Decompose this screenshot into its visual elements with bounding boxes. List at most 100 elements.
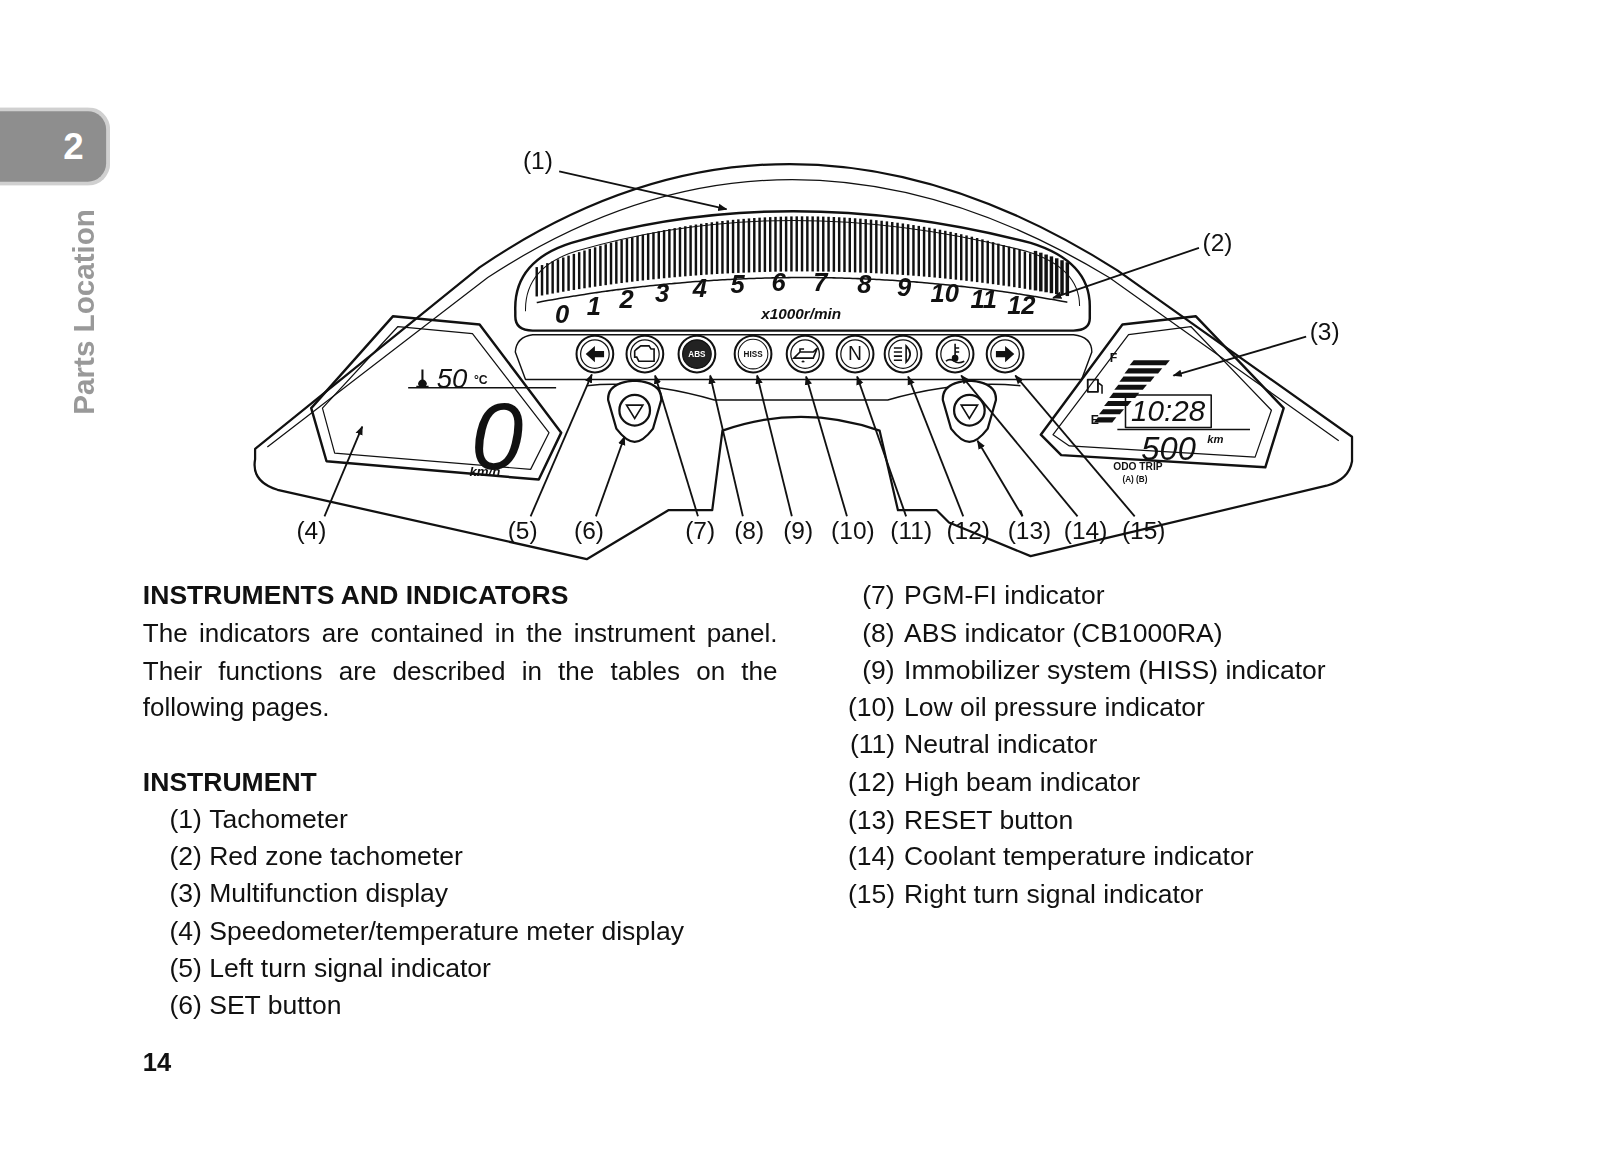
tachometer-bar [939, 230, 941, 278]
tachometer-bar [838, 217, 840, 272]
section-heading: INSTRUMENT [143, 767, 317, 798]
tachometer-bar [822, 217, 824, 272]
tachometer-bar [541, 265, 543, 295]
list-item-text: Coolant temperature indicator [904, 842, 1254, 873]
tachometer-bar [610, 243, 612, 285]
tachometer-bar [753, 218, 755, 272]
tachometer-scale-number: 8 [857, 269, 871, 298]
tachometer-bar [1050, 256, 1053, 293]
fuel-gauge-segment [1104, 401, 1132, 406]
tachometer-bar [833, 217, 835, 272]
list-item-text: Low oil pressure indicator [904, 693, 1205, 724]
node-text: HISS [744, 349, 763, 358]
tachometer-scale-number: 3 [655, 278, 669, 307]
list-number: (2) [169, 841, 201, 872]
fuel-gauge-segment [1119, 377, 1154, 382]
clock-reading: 10:28 [1131, 394, 1205, 428]
tachometer-bar [880, 221, 882, 274]
tachometer-bar [647, 233, 649, 279]
callout-number: (13) [1008, 516, 1052, 544]
list-item-text: PGM-FI indicator [904, 581, 1105, 612]
tachometer-bar [1055, 258, 1058, 294]
list-number: (12) [848, 767, 895, 798]
tachometer-scale-number: 5 [731, 269, 745, 298]
list-number: (3) [169, 879, 201, 910]
tachometer-bar [748, 218, 750, 272]
tachometer-bar [668, 229, 670, 278]
tachometer-bar [626, 239, 628, 283]
tachometer-scale-number: 12 [1007, 290, 1035, 319]
tachometer-bar [928, 228, 930, 277]
trip-ab-label: (A) (B) [1122, 474, 1147, 483]
tachometer-bar [620, 240, 622, 283]
list-item-text: RESET button [904, 805, 1073, 836]
list-number: (8) [862, 618, 894, 649]
tachometer-bar [875, 220, 877, 273]
tachometer-bar [721, 221, 723, 274]
tachometer-bar [981, 239, 983, 282]
list-number: (10) [848, 693, 895, 724]
tachometer-bar [896, 223, 898, 275]
tachometer-scale-number: 4 [693, 273, 707, 302]
list-item-text: Multifunction display [209, 879, 448, 910]
tachometer-bar [711, 222, 713, 274]
tachometer-bar [1013, 248, 1015, 287]
tachometer-bar [902, 223, 904, 274]
tachometer-bar [551, 261, 553, 293]
tachometer-bar [955, 233, 957, 280]
tachometer-bar [705, 223, 707, 275]
tachometer-scale-number: 6 [771, 267, 785, 296]
tachometer-bar [758, 218, 760, 272]
fuel-gauge-segment [1130, 360, 1170, 365]
tachometer-scale-number: 1 [587, 291, 601, 320]
list-item-text: SET button [209, 991, 341, 1022]
tachometer-bar [636, 236, 638, 281]
fuel-gauge-segment [1099, 409, 1124, 414]
tachometer-bar [689, 225, 691, 276]
tachometer-bar [1039, 253, 1042, 292]
tachometer-bar [1066, 262, 1069, 296]
tachometer-bar [870, 220, 872, 273]
tachometer-bar [732, 220, 734, 273]
tachometer-bar [785, 217, 787, 272]
tachometer-bar [583, 251, 585, 289]
callout-number: (3) [1310, 317, 1340, 345]
node-text: 2 [63, 125, 83, 168]
tachometer-bar [599, 246, 601, 286]
tachometer-scale-number: 0 [555, 299, 569, 328]
callout-number: (11) [890, 516, 932, 544]
tachometer-bar [642, 235, 644, 281]
fuel-gauge-segment [1124, 368, 1162, 373]
hiss-indicator: HISS [738, 339, 769, 370]
callout-number: (7) [685, 516, 715, 544]
fuel-gauge-segment [1114, 385, 1147, 390]
list-number: (9) [862, 655, 894, 686]
list-item-text: Neutral indicator [904, 730, 1097, 761]
abs-indicator-symbol: ABS [688, 349, 705, 358]
callout-number: (1) [523, 147, 553, 175]
section-tab: 2 [0, 107, 110, 186]
tachometer-bar [864, 219, 866, 273]
list-number: (14) [848, 842, 895, 873]
tachometer-bar [604, 244, 606, 285]
temperature-unit: °C [474, 373, 488, 387]
list-number: (15) [848, 879, 895, 910]
list-item-text: ABS indicator (CB1000RA) [904, 618, 1223, 649]
speed-unit: km/h [469, 464, 500, 479]
tachometer-bar [971, 237, 973, 282]
callout-number: (12) [946, 516, 990, 544]
tachometer-bar [843, 218, 845, 272]
tachometer-bar [923, 227, 925, 277]
callout-number: (9) [783, 516, 813, 544]
list-item-text: High beam indicator [904, 767, 1140, 798]
tachometer-bar [578, 252, 580, 289]
tachometer-bar [764, 217, 766, 272]
list-item-text: Speedometer/temperature meter display [209, 916, 684, 947]
page-number: 14 [143, 1047, 171, 1076]
callout-number: (8) [734, 516, 764, 544]
tachometer-bar [1034, 251, 1037, 291]
tachometer-bar [891, 222, 893, 274]
tachometer-bar [546, 263, 548, 294]
tachometer-bar [1029, 253, 1031, 289]
list-item-text: Left turn signal indicator [209, 953, 491, 984]
